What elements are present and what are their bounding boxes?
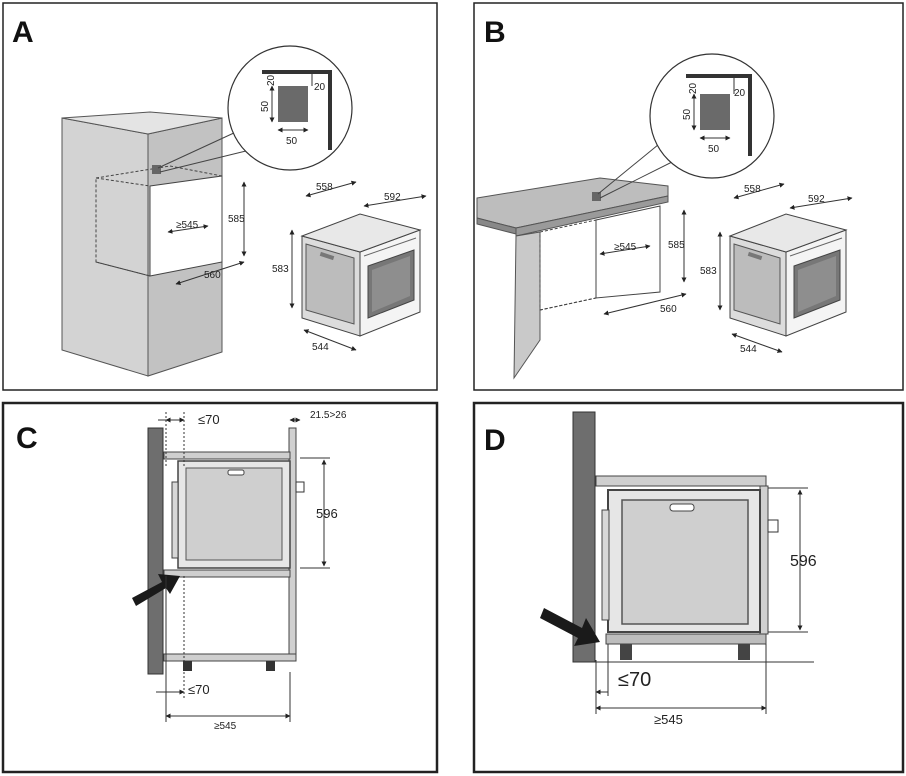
oven-c <box>171 460 305 569</box>
oven-depth-dim: 592 <box>384 192 401 203</box>
wall-c <box>147 427 164 675</box>
panel-c-label: C <box>16 422 38 455</box>
vent-callout-b: 20 20 50 50 <box>597 53 775 199</box>
inset-right-dim-b: 20 <box>734 88 746 99</box>
depth-dim-c: ≥545 <box>214 721 237 732</box>
panel-c: C ≤70 21.5>26 596 <box>1 401 439 774</box>
top-right-dim: 21.5>26 <box>310 410 347 421</box>
panel-b: B 20 20 50 50 <box>473 2 904 391</box>
oven-width-dim: 558 <box>316 182 333 193</box>
inset-bottom-dim-b: 50 <box>708 144 720 155</box>
oven-height-dim-b: 583 <box>700 266 717 277</box>
niche-height-dim-b: 585 <box>668 240 685 251</box>
niche-height-dim: 585 <box>228 214 245 225</box>
inset-top-dim: 20 <box>266 74 277 86</box>
arrow-d-icon <box>540 608 600 646</box>
oven-b: 558 592 583 544 <box>700 182 853 355</box>
vent-callout: 20 20 50 50 <box>157 45 353 173</box>
inset-right-dim: 20 <box>314 82 326 93</box>
panel-a: A 20 20 50 50 <box>2 2 438 391</box>
niche-depth-dim-b: 560 <box>660 304 677 315</box>
height-dim-c: 596 <box>316 506 338 521</box>
niche-depth-dim: 560 <box>204 270 221 281</box>
oven-width-dim-b: 558 <box>744 184 761 195</box>
panel-d-label: D <box>484 424 506 457</box>
bottom-gap-dim-d: ≤70 <box>618 669 651 691</box>
niche-dimensions-b: 585 ≥545 560 <box>599 209 687 316</box>
oven-bottom-dim-b: 544 <box>740 344 757 355</box>
panel-b-label: B <box>484 16 506 49</box>
inset-left-dim: 50 <box>260 100 271 112</box>
bottom-gap-dim-c: ≤70 <box>188 682 210 697</box>
oven-depth-dim-b: 592 <box>808 194 825 205</box>
oven-bottom-dim: 544 <box>312 342 329 353</box>
oven-height-dim: 583 <box>272 264 289 275</box>
oven-d <box>601 489 779 633</box>
niche-width-dim-b: ≥545 <box>614 242 637 253</box>
panel-d: D 596 ≤70 ≥545 <box>472 401 905 774</box>
niche-dimensions: 585 ≥545 560 <box>167 181 247 285</box>
depth-dim-d: ≥545 <box>654 712 683 727</box>
countertop-cabinet <box>476 177 669 380</box>
top-gap-dim: ≤70 <box>198 412 220 427</box>
inset-left-dim-b: 50 <box>682 108 693 120</box>
niche-width-dim: ≥545 <box>176 220 199 231</box>
cabinet-column <box>61 111 223 377</box>
oven-a: 558 592 583 544 <box>272 180 427 353</box>
panel-d-frame <box>472 401 905 774</box>
height-dim-d: 596 <box>790 553 817 570</box>
inset-bottom-dim: 50 <box>286 136 298 147</box>
wall-d <box>572 411 596 663</box>
panel-a-label: A <box>12 16 34 49</box>
arrow-c-icon <box>132 574 180 606</box>
inset-top-dim-b: 20 <box>688 82 699 94</box>
